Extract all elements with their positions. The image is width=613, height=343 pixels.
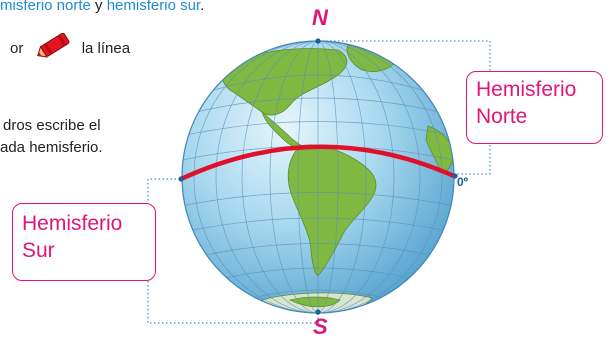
red-crayon-icon xyxy=(37,33,70,58)
northern-box-line-2: Norte xyxy=(476,105,528,128)
equator-line xyxy=(178,144,457,182)
north-america-shape xyxy=(222,48,348,116)
equator-degree-label: 0º xyxy=(457,175,469,189)
instruction-line-4: ada hemisferio. xyxy=(0,139,103,156)
northern-box-line-1: Hemisferio xyxy=(476,78,577,101)
northern-hemisphere-box: Hemisferio Norte xyxy=(466,71,603,144)
south-pole-label: S xyxy=(313,314,328,339)
south-pole-dot xyxy=(315,309,321,315)
parallels xyxy=(182,74,454,299)
equator-east-dot xyxy=(452,173,458,179)
north-pole-dot xyxy=(315,38,321,44)
southern-box-line-1: Hemisferio xyxy=(22,212,123,235)
meridians xyxy=(193,41,443,313)
southern-box-line-2: Sur xyxy=(22,239,55,262)
north-leader-line xyxy=(318,40,491,72)
instruction-line-3: dros escribe el xyxy=(3,117,101,134)
leader-lines xyxy=(147,40,491,324)
instruction-line-2: or la línea xyxy=(10,40,130,57)
instruction-period: . xyxy=(200,0,205,14)
instruction-line-2-end: la línea xyxy=(81,40,131,57)
south-equator-leader-line xyxy=(147,178,180,203)
south-leader-line xyxy=(147,281,319,324)
north-pole-label: N xyxy=(312,5,328,30)
hemisferio-sur-link: hemisferio sur xyxy=(106,0,201,14)
antarctic-peninsula-shape xyxy=(288,296,341,308)
south-america-shape xyxy=(287,144,377,277)
continents xyxy=(222,42,454,313)
instruction-line-2-start: or xyxy=(10,40,24,57)
hemisferio-norte-link: misferio norte xyxy=(0,0,91,14)
instruction-line-1: misferio norte y hemisferio sur. xyxy=(0,0,204,14)
southern-hemisphere-box: Hemisferio Sur xyxy=(12,203,156,281)
instruction-conjunction: y xyxy=(90,0,107,14)
north-equator-leader-line xyxy=(456,145,491,175)
equator-west-dot xyxy=(178,176,184,182)
